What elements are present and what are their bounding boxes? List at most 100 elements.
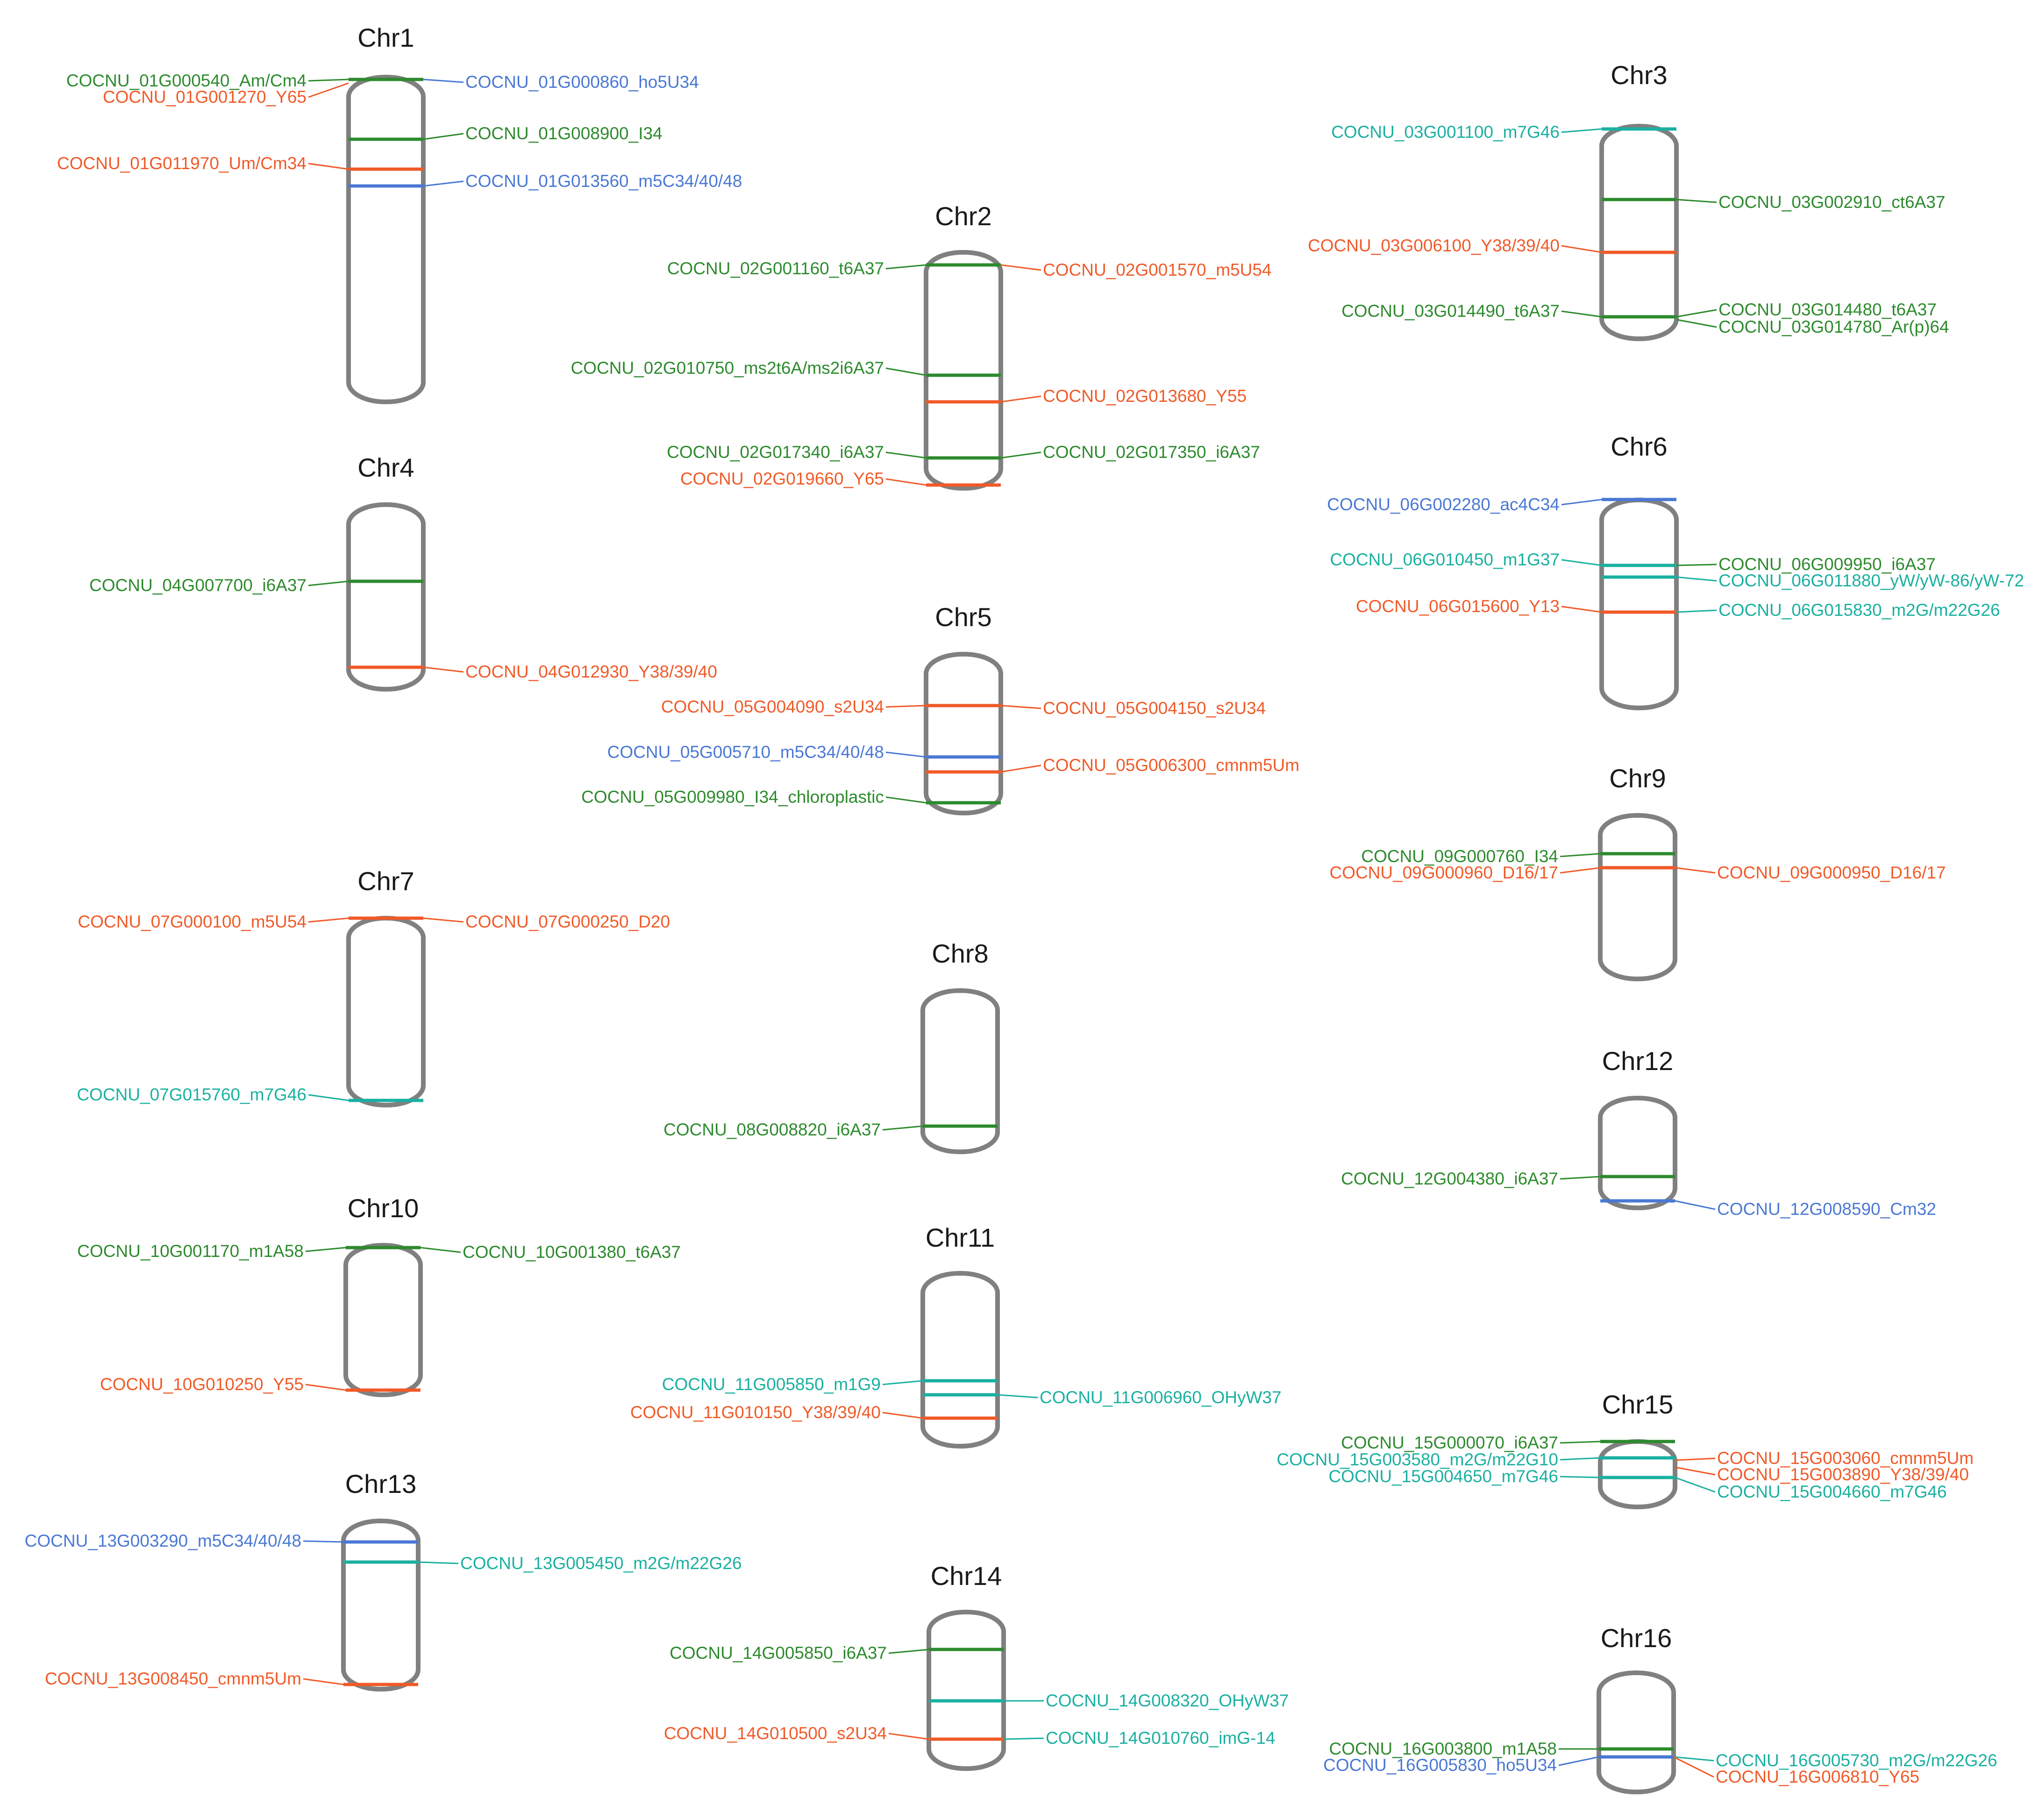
gene-leader-line	[1675, 1200, 1716, 1210]
gene-leader-line	[423, 133, 464, 140]
gene-label: COCNU_11G006960_OHyW37	[1040, 1388, 1282, 1407]
chromosome-title: Chr7	[357, 866, 414, 896]
gene-leader-line	[888, 1733, 929, 1740]
gene-leader-line	[885, 478, 927, 486]
gene-label: COCNU_02G017350_i6A37	[1043, 443, 1260, 462]
gene-label: COCNU_01G000860_ho5U34	[465, 72, 699, 92]
chromosome-title: Chr10	[348, 1193, 419, 1223]
gene-label: COCNU_06G015830_m2G/m22G26	[1718, 600, 2000, 620]
gene-label: COCNU_05G004150_s2U34	[1043, 699, 1266, 718]
gene-leader-line	[1561, 499, 1602, 506]
gene-label: COCNU_01G008900_I34	[465, 124, 663, 143]
gene-leader-line	[1561, 606, 1602, 613]
gene-leader-line	[423, 79, 464, 83]
chromosome-title: Chr4	[357, 453, 414, 482]
gene-leader-line	[1675, 1466, 1716, 1476]
chromosome-body	[1599, 124, 1679, 341]
gene-leader-line	[997, 1394, 1038, 1399]
gene-leader-line	[1676, 319, 1717, 328]
gene-leader-line	[1000, 395, 1041, 403]
chromosome-body	[343, 1243, 423, 1397]
gene-label: COCNU_07G015760_m7G46	[77, 1085, 307, 1104]
chromosome-chr3: Chr3COCNU_03G001100_m7G46COCNU_03G002910…	[1308, 60, 1949, 341]
gene-label: COCNU_04G012930_Y38/39/40	[465, 662, 717, 681]
gene-label: COCNU_07G000250_D20	[465, 912, 670, 931]
chromosome-title: Chr11	[926, 1223, 995, 1252]
gene-leader-line	[885, 796, 927, 804]
gene-leader-line	[305, 1247, 346, 1252]
gene-leader-line	[1000, 264, 1041, 271]
chromosome-body	[1599, 498, 1679, 710]
chromosome-chr12: Chr12COCNU_12G004380_i6A37COCNU_12G00859…	[1341, 1046, 1936, 1219]
gene-leader-line	[308, 163, 349, 170]
chromosome-body	[924, 250, 1003, 491]
gene-label: COCNU_10G001380_t6A37	[463, 1242, 681, 1262]
gene-label: COCNU_02G001160_t6A37	[667, 259, 884, 278]
gene-label: COCNU_03G006100_Y38/39/40	[1308, 236, 1560, 255]
gene-label: COCNU_12G008590_Cm32	[1717, 1199, 1936, 1219]
gene-label: COCNU_15G004650_m7G46	[1328, 1467, 1558, 1486]
gene-label: COCNU_05G004090_s2U34	[661, 697, 884, 716]
gene-label: COCNU_05G009980_I34_chloroplastic	[581, 787, 884, 807]
gene-leader-line	[1675, 1477, 1716, 1493]
gene-leader-line	[423, 917, 464, 923]
chromosome-body	[927, 1610, 1006, 1771]
chromosome-title: Chr1	[357, 23, 414, 52]
gene-label: COCNU_16G006810_Y65	[1716, 1767, 1919, 1786]
chromosome-title: Chr9	[1609, 764, 1666, 793]
gene-leader-line	[885, 451, 927, 459]
gene-label: COCNU_01G001270_Y65	[103, 87, 307, 107]
gene-leader-line	[1676, 199, 1717, 203]
chromosome-title: Chr13	[345, 1469, 417, 1499]
gene-label: COCNU_15G000070_i6A37	[1341, 1433, 1558, 1452]
gene-label: COCNU_06G015600_Y13	[1356, 597, 1560, 616]
gene-label: COCNU_09G000960_D16/17	[1329, 863, 1558, 882]
gene-leader-line	[303, 1678, 344, 1685]
gene-label: COCNU_16G003800_m1A58	[1329, 1739, 1557, 1758]
gene-leader-line	[423, 666, 464, 673]
gene-label: COCNU_09G000950_D16/17	[1717, 863, 1946, 882]
chromosome-chr6: Chr6COCNU_06G002280_ac4C34COCNU_06G01045…	[1327, 432, 2024, 710]
chromosome-title: Chr6	[1611, 432, 1667, 461]
gene-label: COCNU_14G005850_i6A37	[670, 1643, 887, 1663]
gene-label: COCNU_15G004660_m7G46	[1717, 1482, 1947, 1501]
chromosome-chr4: Chr4COCNU_04G007700_i6A37COCNU_04G012930…	[89, 453, 717, 692]
gene-leader-line	[423, 180, 464, 187]
chromosome-chr15: Chr15COCNU_15G000070_i6A37COCNU_15G00358…	[1276, 1390, 1974, 1509]
gene-leader-line	[305, 1384, 346, 1391]
gene-label: COCNU_16G005830_ho5U34	[1323, 1756, 1557, 1775]
gene-label: COCNU_01G000540_Am/Cm4	[66, 71, 307, 90]
gene-leader-line	[303, 1540, 344, 1543]
gene-label: COCNU_03G001100_m7G46	[1331, 122, 1560, 142]
gene-leader-line	[1676, 576, 1717, 582]
gene-label: COCNU_14G010760_imG-14	[1046, 1728, 1276, 1748]
gene-leader-line	[1560, 853, 1601, 857]
gene-label: COCNU_06G009950_i6A37	[1718, 555, 1936, 574]
gene-leader-line	[1673, 1756, 1714, 1762]
gene-label: COCNU_06G010450_m1G37	[1330, 550, 1560, 569]
chromosome-chr1: Chr1COCNU_01G000540_Am/Cm4COCNU_01G00127…	[57, 23, 742, 404]
gene-leader-line	[308, 580, 349, 586]
gene-label: COCNU_02G017340_i6A37	[667, 443, 884, 462]
gene-leader-line	[308, 917, 349, 923]
gene-label: COCNU_02G001570_m5U54	[1043, 260, 1272, 279]
gene-label: COCNU_10G010250_Y55	[100, 1375, 304, 1394]
gene-leader-line	[1560, 1457, 1601, 1461]
chromosome-title: Chr3	[1611, 60, 1667, 90]
gene-label: COCNU_15G003060_cmnm5Um	[1717, 1449, 1974, 1468]
gene-label: COCNU_06G011880_yW/yW-86/yW-72	[1718, 571, 2024, 590]
chromosome-body	[924, 652, 1003, 815]
chromosome-chr9: Chr9COCNU_09G000760_I34COCNU_09G000960_D…	[1329, 764, 1946, 981]
gene-leader-line	[1003, 1737, 1044, 1740]
chromosome-chr14: Chr14COCNU_14G005850_i6A37COCNU_14G00832…	[664, 1561, 1289, 1771]
chromosome-body	[1598, 1096, 1677, 1210]
gene-label: COCNU_04G007700_i6A37	[89, 576, 307, 595]
gene-leader-line	[882, 1412, 923, 1419]
chromosome-title: Chr15	[1602, 1390, 1674, 1419]
gene-label: COCNU_05G005710_m5C34/40/48	[607, 742, 884, 762]
gene-leader-line	[888, 1649, 929, 1654]
gene-label: COCNU_02G010750_ms2t6A/ms2i6A37	[571, 358, 884, 378]
